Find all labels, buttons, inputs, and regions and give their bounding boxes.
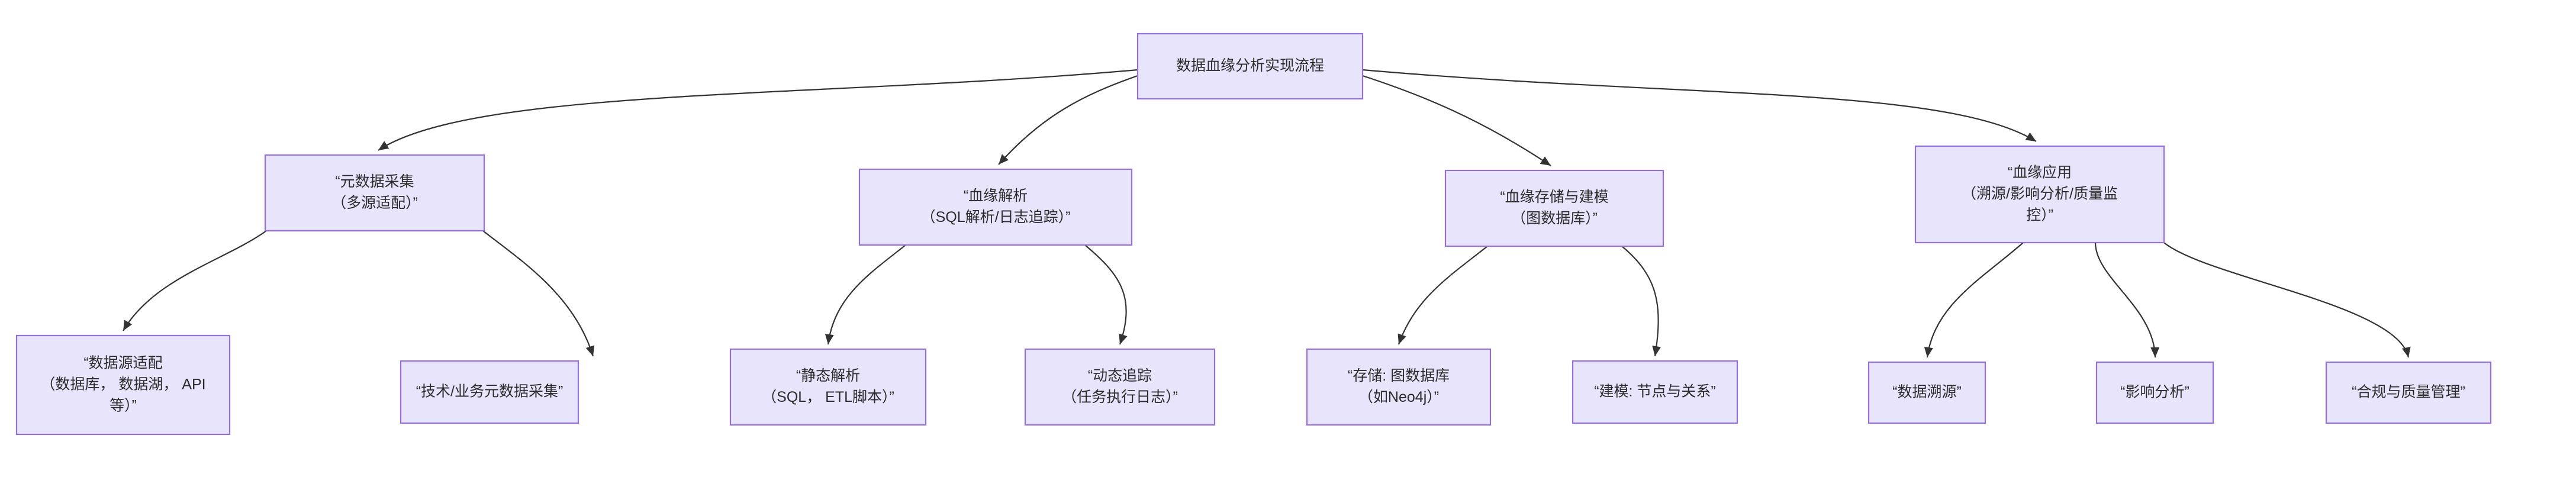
edge-root-to-stage2 bbox=[998, 75, 1138, 165]
edge-stage1-to-leaf1 bbox=[123, 230, 267, 331]
node-box[interactable] bbox=[15, 334, 231, 436]
arrowhead-icon bbox=[123, 320, 133, 331]
node-label: “影响分析” bbox=[2120, 383, 2189, 400]
node-leaf6[interactable]: “建模: 节点与关系” bbox=[1572, 360, 1738, 424]
node-box[interactable] bbox=[2325, 361, 2492, 424]
arrowhead-icon bbox=[999, 154, 1009, 165]
arrowhead-icon bbox=[1540, 156, 1551, 166]
node-box[interactable] bbox=[1914, 145, 2165, 244]
node-label: “血缘应用（溯源/影响分析/质量监控）” bbox=[1962, 164, 2118, 223]
edge-stage4-to-leaf8 bbox=[2094, 242, 2160, 358]
node-leaf5[interactable]: “存储: 图数据库（如Neo4j）” bbox=[1306, 348, 1492, 426]
edge-stage2-to-leaf3 bbox=[825, 244, 906, 345]
node-label: “元数据采集（多源适配）” bbox=[331, 173, 418, 211]
node-box[interactable] bbox=[1444, 169, 1664, 247]
node-label: “数据溯源” bbox=[1892, 383, 1962, 400]
edge-root-to-stage3 bbox=[1362, 75, 1551, 166]
arrowhead-icon bbox=[1398, 333, 1406, 344]
node-leaf2[interactable]: “技术/业务元数据采集” bbox=[400, 360, 579, 424]
arrowhead-icon bbox=[2025, 132, 2036, 141]
node-box[interactable] bbox=[264, 154, 485, 232]
edge-stage1-to-leaf2 bbox=[482, 230, 595, 357]
arrowhead-icon bbox=[378, 141, 389, 150]
node-leaf7[interactable]: “数据溯源” bbox=[1867, 361, 1986, 424]
node-stage1[interactable]: “元数据采集（多源适配）” bbox=[264, 154, 485, 232]
node-leaf8[interactable]: “影响分析” bbox=[2095, 361, 2214, 424]
arrowhead-icon bbox=[825, 334, 834, 344]
node-label: “血缘存储与建模（图数据库）” bbox=[1500, 189, 1608, 227]
node-label: “存储: 图数据库（如Neo4j）” bbox=[1348, 368, 1450, 405]
node-stage2[interactable]: “血缘解析（SQL解析/日志追踪）” bbox=[858, 168, 1133, 246]
arrowhead-icon bbox=[2150, 347, 2160, 357]
node-root[interactable]: 数据血缘分析实现流程 bbox=[1136, 33, 1364, 100]
edge-stage3-to-leaf5 bbox=[1398, 246, 1488, 345]
arrowhead-icon bbox=[1924, 347, 1933, 357]
node-box[interactable] bbox=[729, 348, 927, 426]
node-box[interactable] bbox=[858, 168, 1133, 246]
node-box[interactable] bbox=[1024, 348, 1216, 426]
node-leaf4[interactable]: “动态追踪（任务执行日志）” bbox=[1024, 348, 1216, 426]
edge-stage4-to-leaf9 bbox=[2163, 242, 2411, 358]
node-label: 数据血缘分析实现流程 bbox=[1176, 57, 1324, 74]
node-label: “建模: 节点与关系” bbox=[1594, 383, 1716, 399]
node-label: “静态解析（SQL， ETL脚本）” bbox=[762, 368, 894, 405]
arrowhead-icon bbox=[585, 345, 595, 356]
edge-root-to-stage1 bbox=[378, 69, 1138, 151]
edge-root-to-stage4 bbox=[1362, 69, 2037, 142]
node-label: “动态追踪（任务执行日志）” bbox=[1062, 368, 1178, 405]
node-box[interactable] bbox=[400, 360, 579, 424]
node-stage3[interactable]: “血缘存储与建模（图数据库）” bbox=[1444, 169, 1664, 247]
node-label: “技术/业务元数据采集” bbox=[416, 383, 564, 399]
node-leaf9[interactable]: “合规与质量管理” bbox=[2325, 361, 2492, 424]
arrowhead-icon bbox=[1119, 333, 1128, 344]
arrowhead-icon bbox=[1652, 346, 1661, 356]
node-box[interactable] bbox=[1572, 360, 1738, 424]
node-box[interactable] bbox=[1867, 361, 1986, 424]
node-box[interactable] bbox=[1306, 348, 1492, 426]
edge-stage3-to-leaf6 bbox=[1621, 246, 1661, 357]
node-label: “合规与质量管理” bbox=[2352, 383, 2465, 400]
node-box[interactable] bbox=[2095, 361, 2214, 424]
node-box[interactable] bbox=[1136, 33, 1364, 100]
arrowhead-icon bbox=[2401, 346, 2411, 357]
node-stage4[interactable]: “血缘应用（溯源/影响分析/质量监控）” bbox=[1914, 145, 2165, 244]
edges-layer bbox=[123, 69, 2411, 358]
nodes-layer: 数据血缘分析实现流程 “元数据采集（多源适配）” “血缘解析（SQL解析/日志追踪）… bbox=[15, 33, 2492, 436]
node-label: “血缘解析（SQL解析/日志追踪）” bbox=[921, 188, 1071, 225]
edge-stage4-to-leaf7 bbox=[1924, 242, 2024, 358]
node-leaf3[interactable]: “静态解析（SQL， ETL脚本）” bbox=[729, 348, 927, 426]
edge-stage2-to-leaf4 bbox=[1084, 244, 1128, 345]
